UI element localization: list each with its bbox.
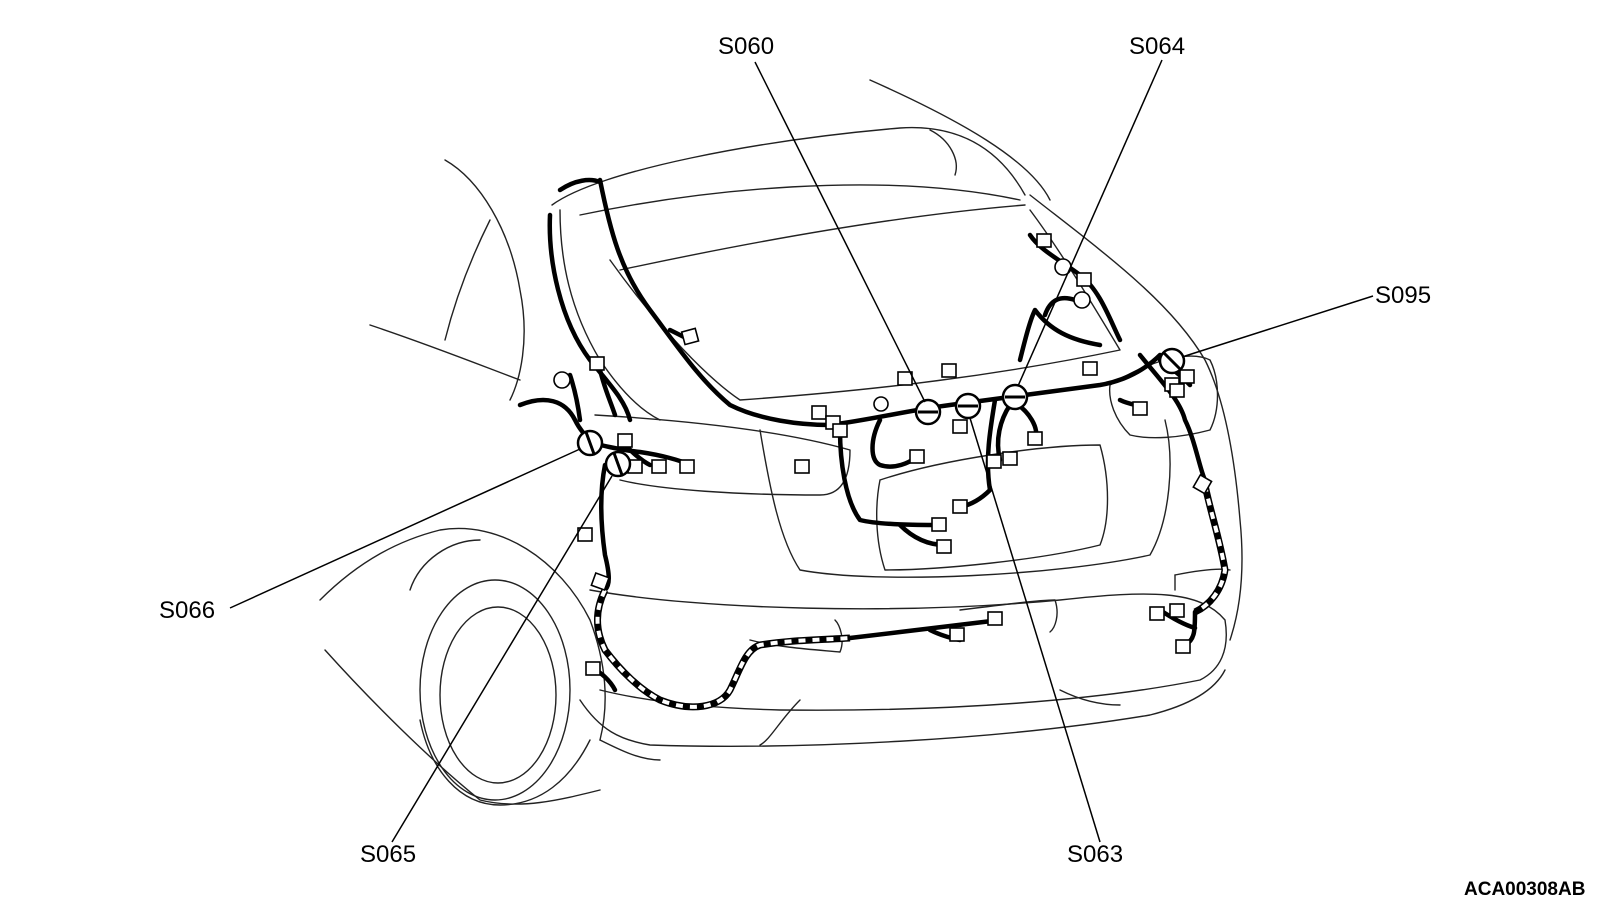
splice-s063-marker <box>954 392 982 420</box>
splice-points <box>576 347 1186 478</box>
splice-s060-marker <box>914 398 942 426</box>
figure-code: ACA00308AB <box>1464 879 1586 900</box>
leader-s063 <box>969 417 1101 843</box>
splice-label-s066: S066 <box>159 597 216 624</box>
leader-s066 <box>229 448 581 609</box>
splice-label-s060: S060 <box>718 33 775 60</box>
splice-label-s063: S063 <box>1067 841 1124 868</box>
splice-label-s095: S095 <box>1375 282 1432 309</box>
leader-lines <box>229 59 1374 843</box>
vehicle-outline <box>319 79 1243 806</box>
splice-label-s065: S065 <box>360 841 417 868</box>
splice-s066-marker <box>576 429 604 457</box>
leader-s060 <box>754 61 926 403</box>
leader-s064 <box>1017 59 1163 387</box>
splice-s064-marker <box>1001 383 1029 411</box>
splice-s095-marker <box>1158 347 1186 375</box>
leader-s065 <box>391 475 613 843</box>
splice-label-s064: S064 <box>1129 33 1186 60</box>
splice-s065-marker <box>604 450 632 478</box>
connectors <box>553 233 1213 676</box>
leader-s095 <box>1181 295 1374 358</box>
